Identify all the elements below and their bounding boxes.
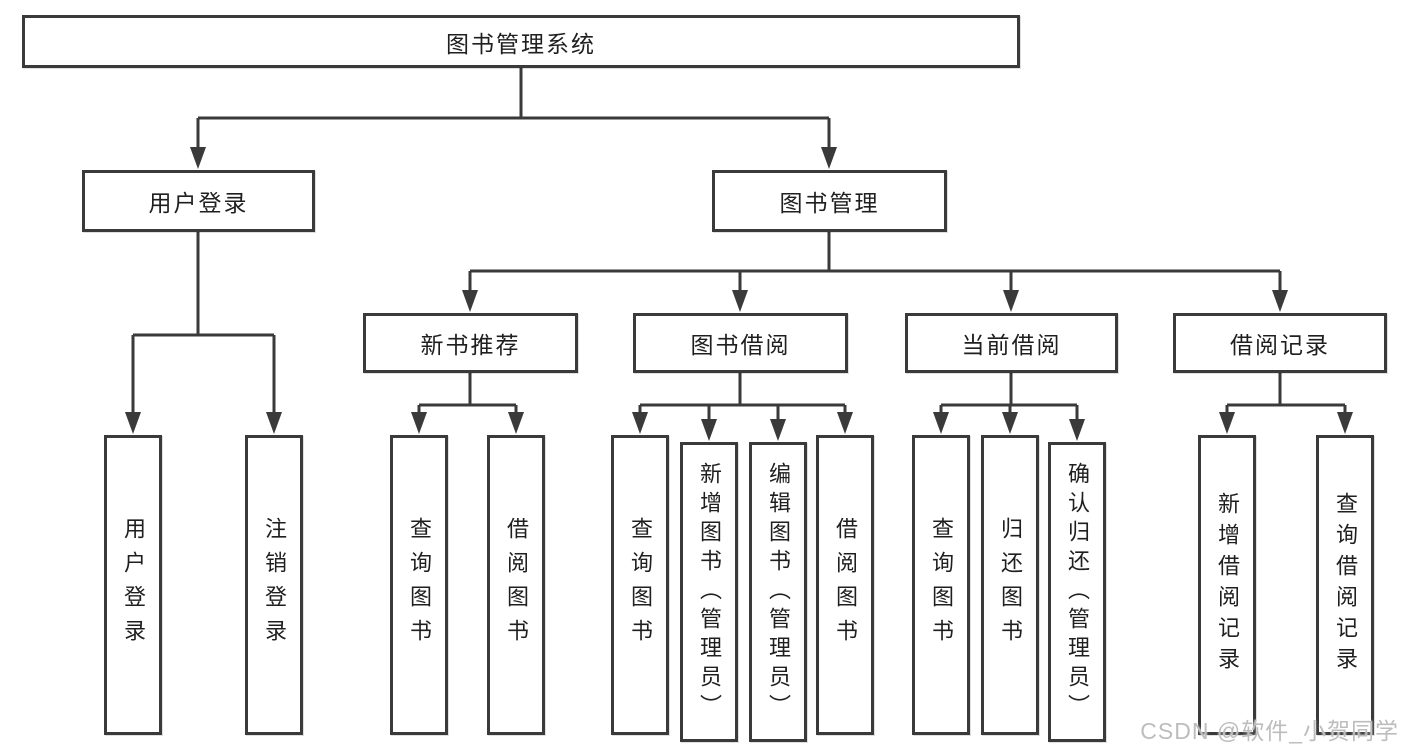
leaf-query-books-current: 查询图书 xyxy=(912,435,970,735)
node-label: 新增借阅记录 xyxy=(1215,492,1240,678)
node-root-library-system: 图书管理系统 xyxy=(22,15,1020,68)
node-label: 归还图书 xyxy=(998,517,1023,653)
node-label: 借阅图书 xyxy=(833,517,858,653)
leaf-edit-books-admin: 编辑图书（管理员） xyxy=(749,442,807,742)
node-label: 编辑图书（管理员） xyxy=(766,461,791,723)
leaf-add-books-admin: 新增图书（管理员） xyxy=(680,442,738,742)
csdn-watermark: CSDN @软件_小贺同学 xyxy=(1140,718,1399,744)
leaf-logout: 注销登录 xyxy=(245,435,303,735)
node-label: 图书管理系统 xyxy=(446,30,596,57)
node-label: 图书管理 xyxy=(779,190,880,216)
node-label: 查询图书 xyxy=(929,517,954,653)
leaf-borrow-books-recommend: 借阅图书 xyxy=(487,435,545,735)
node-label: 借阅图书 xyxy=(504,517,529,653)
leaf-query-books-recommend: 查询图书 xyxy=(390,435,448,735)
leaf-add-borrow-record: 新增借阅记录 xyxy=(1198,435,1256,735)
leaf-query-books-borrowing: 查询图书 xyxy=(611,435,669,735)
node-user-login: 用户登录 xyxy=(82,170,315,232)
leaf-user-login: 用户登录 xyxy=(104,435,162,735)
node-label: 用户登录 xyxy=(148,190,249,216)
node-label: 图书借阅 xyxy=(690,332,791,358)
node-label: 确认归还（管理员） xyxy=(1065,461,1090,723)
node-borrowing-records: 借阅记录 xyxy=(1173,313,1387,373)
leaf-confirm-return-admin: 确认归还（管理员） xyxy=(1048,442,1106,742)
node-label: 查询借阅记录 xyxy=(1333,492,1358,678)
node-label: 借阅记录 xyxy=(1230,332,1330,358)
node-label: 查询图书 xyxy=(628,517,653,653)
node-label: 注销登录 xyxy=(262,517,287,653)
node-label: 新增图书（管理员） xyxy=(697,461,722,723)
node-label: 用户登录 xyxy=(121,517,146,653)
node-new-book-recommend: 新书推荐 xyxy=(363,313,578,373)
node-current-borrowing: 当前借阅 xyxy=(905,313,1118,373)
leaf-borrow-books: 借阅图书 xyxy=(816,435,874,735)
leaf-return-books: 归还图书 xyxy=(981,435,1039,735)
node-book-borrowing: 图书借阅 xyxy=(633,313,848,373)
node-label: 新书推荐 xyxy=(420,332,521,358)
node-label: 查询图书 xyxy=(407,517,432,653)
node-book-management: 图书管理 xyxy=(712,170,947,232)
leaf-query-borrow-record: 查询借阅记录 xyxy=(1316,435,1374,735)
node-label: 当前借阅 xyxy=(961,332,1062,358)
